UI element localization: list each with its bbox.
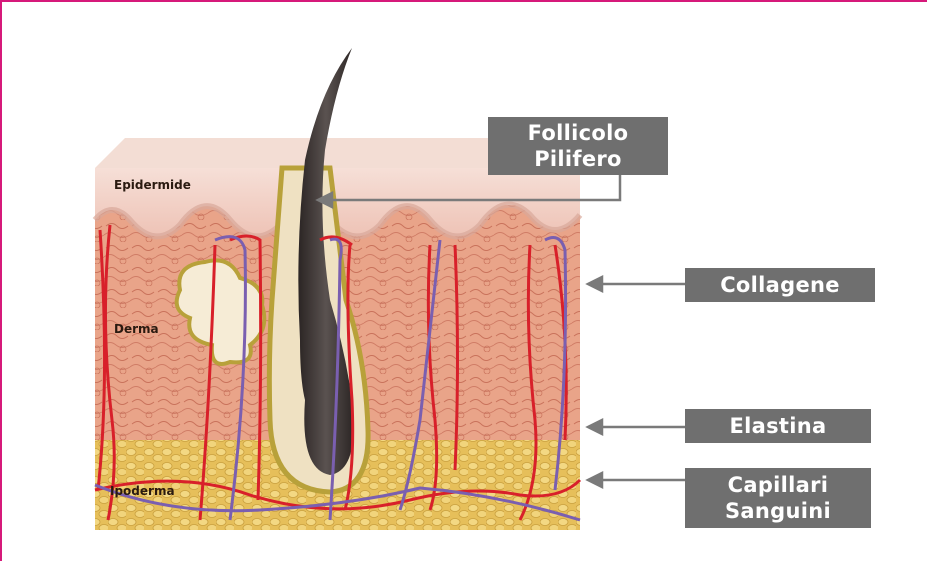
callout-follicolo-pilifero: Follicolo Pilifero (488, 117, 668, 175)
callout-capillari-line2: Sanguini (725, 498, 831, 524)
label-derma: Derma (114, 322, 159, 336)
callout-follicolo-line2: Pilifero (534, 146, 622, 172)
callout-capillari-line1: Capillari (728, 472, 829, 498)
callout-collagene: Collagene (685, 268, 875, 302)
label-epidermide: Epidermide (114, 178, 191, 192)
callout-elastina: Elastina (685, 409, 871, 443)
callout-elastina-text: Elastina (730, 413, 827, 439)
callout-capillari-sanguini: Capillari Sanguini (685, 468, 871, 528)
label-ipoderma: Ipoderma (110, 484, 175, 498)
callout-follicolo-line1: Follicolo (528, 120, 629, 146)
callout-collagene-text: Collagene (720, 272, 840, 298)
